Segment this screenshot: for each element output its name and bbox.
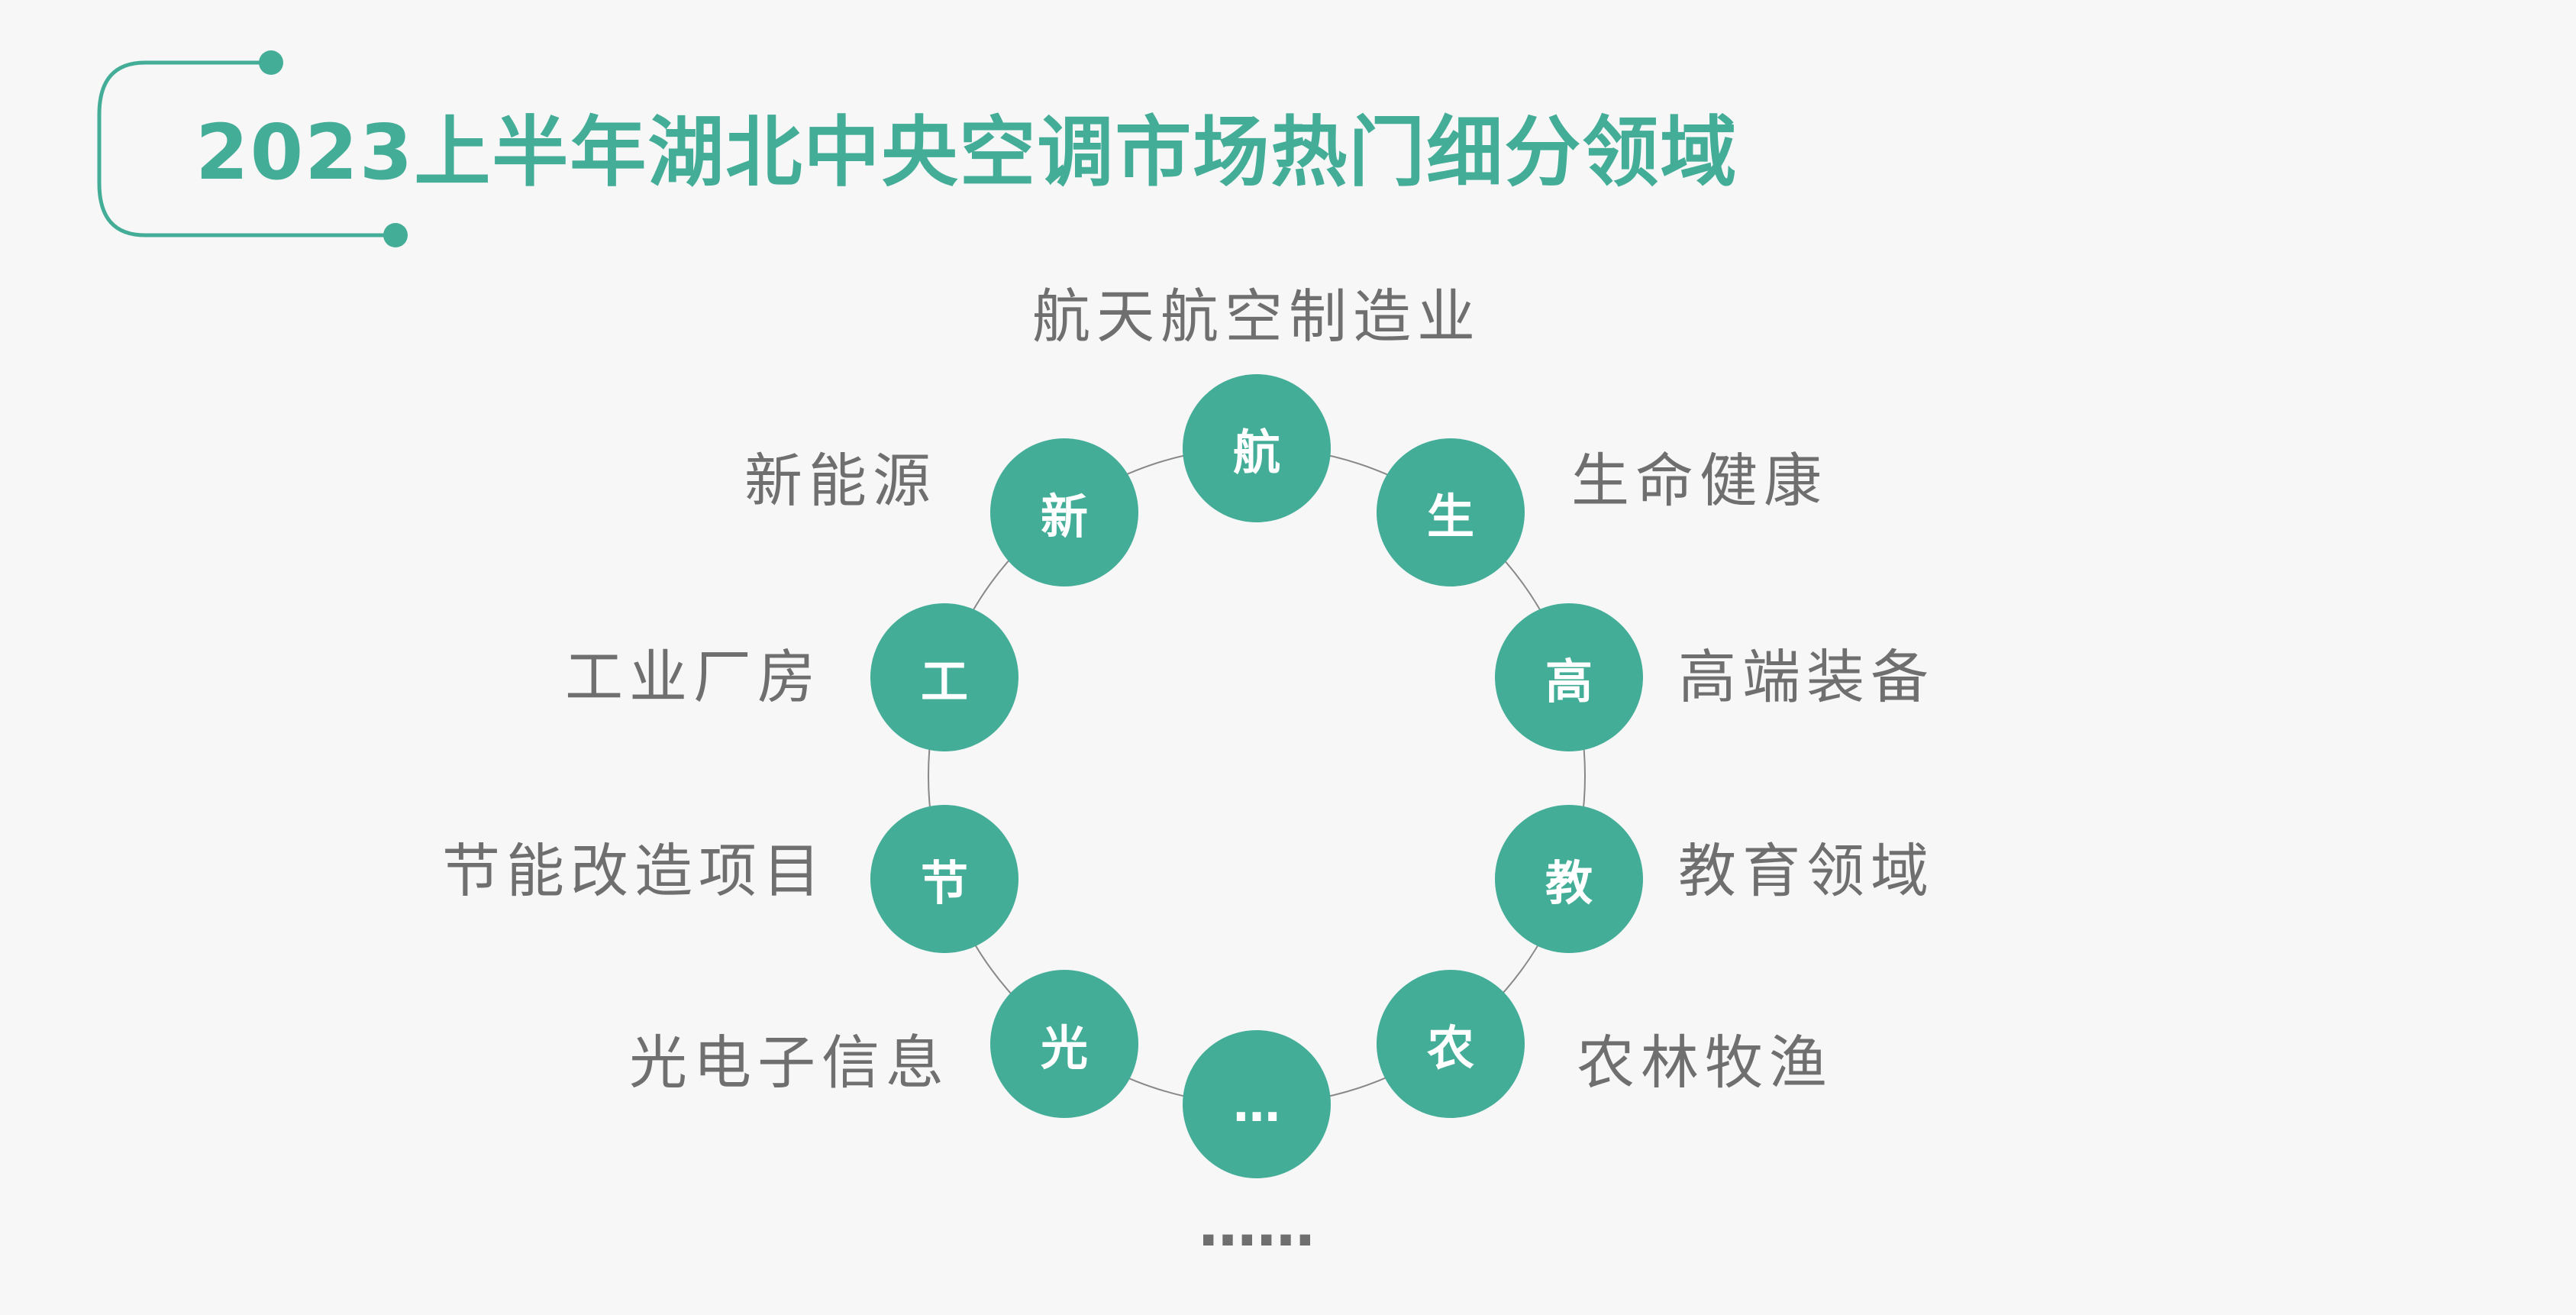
node-high-end-equipment: 高	[1495, 603, 1643, 751]
node-education: 教	[1495, 805, 1643, 953]
bracket-dot-top	[259, 50, 283, 75]
label-life-health: 生命健康	[1571, 447, 1828, 515]
label-agriculture: 农林牧渔	[1577, 1029, 1833, 1097]
node-energy-retrofit: 节	[870, 805, 1018, 953]
label-optoelectronics: 光电子信息	[629, 1029, 950, 1097]
title-bracket	[97, 60, 395, 237]
node-new-energy: 新	[990, 438, 1138, 586]
node-agriculture: 农	[1377, 970, 1525, 1118]
label-new-energy: 新能源	[744, 447, 937, 515]
label-industrial-plant: 工业厂房	[565, 643, 822, 711]
page-title: 2023上半年湖北中央空调市场热门细分领域	[195, 108, 1738, 197]
label-education: 教育领域	[1678, 837, 1935, 905]
node-aerospace: 航	[1183, 374, 1331, 522]
node-life-health: 生	[1377, 438, 1525, 586]
label-more: ……	[1199, 1191, 1315, 1259]
label-aerospace: 航天航空制造业	[1032, 283, 1481, 351]
bracket-dot-bottom	[383, 223, 408, 247]
label-high-end-equipment: 高端装备	[1678, 643, 1935, 711]
node-industrial-plant: 工	[870, 603, 1018, 751]
node-more: …	[1183, 1030, 1331, 1178]
node-optoelectronics: 光	[990, 970, 1138, 1118]
label-energy-retrofit: 节能改造项目	[442, 837, 827, 905]
